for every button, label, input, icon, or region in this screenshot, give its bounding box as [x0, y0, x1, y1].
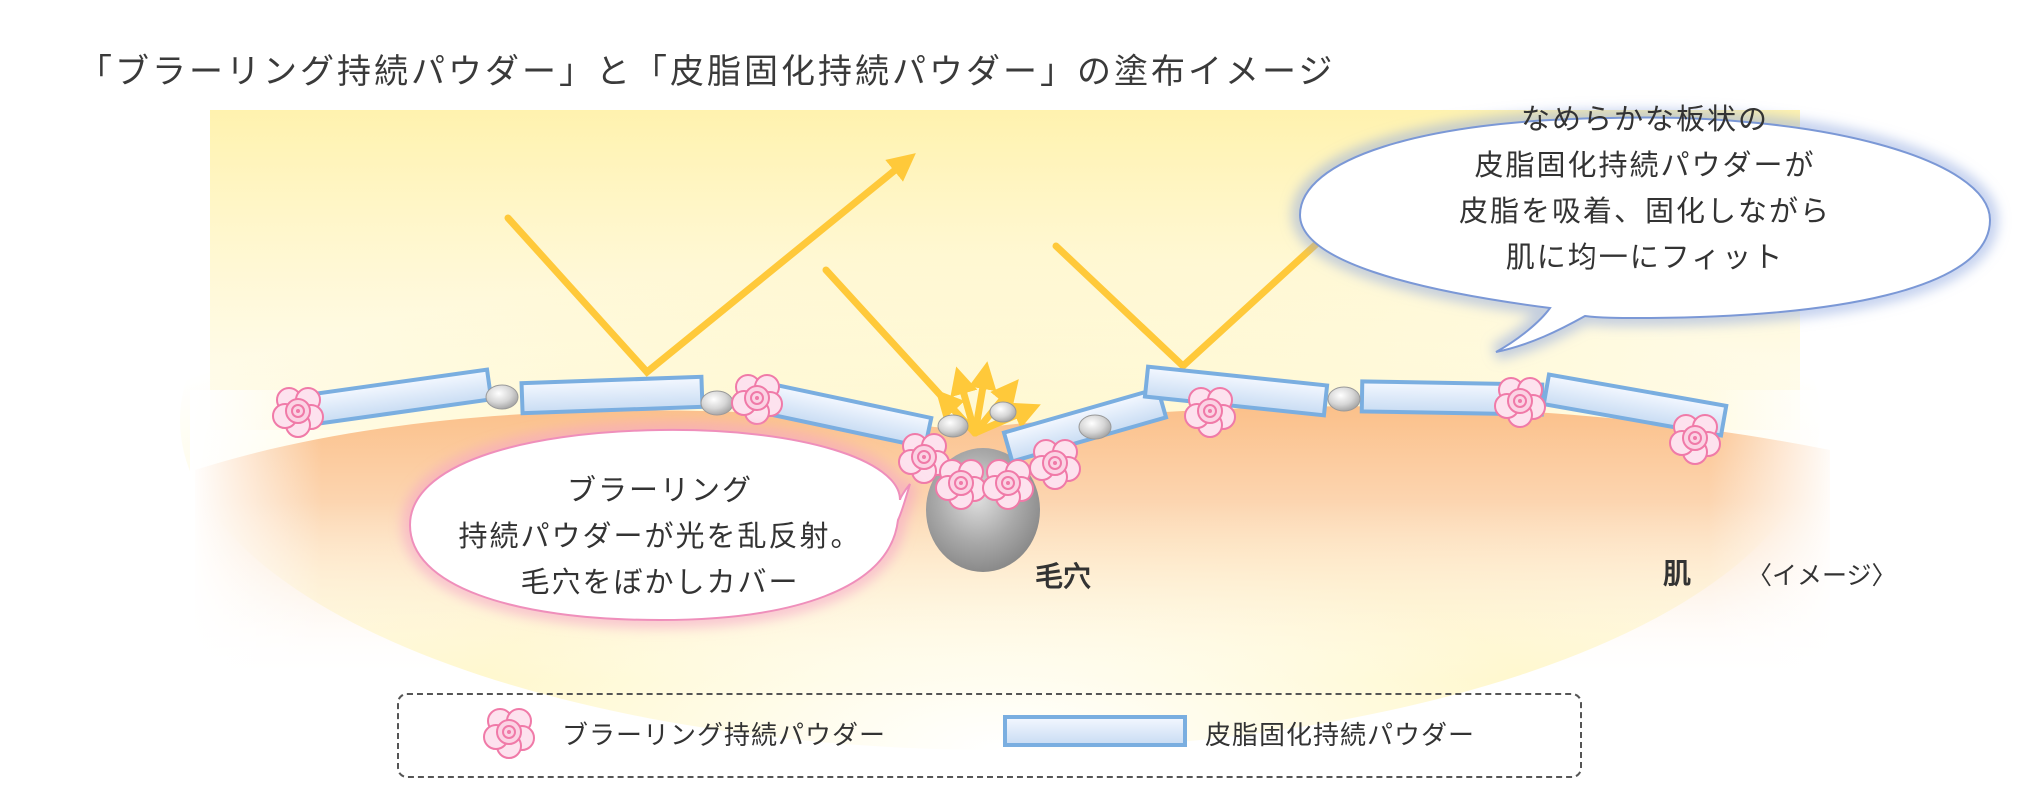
skin-label: 肌: [1663, 557, 1692, 590]
sebum-plate: [519, 374, 705, 416]
bubble-right-line: 皮脂を吸着、固化しながら: [1458, 194, 1831, 228]
legend-plate-icon: [1003, 715, 1187, 747]
light-arrows: [504, 153, 1382, 437]
speech-bubble-left: [401, 421, 918, 629]
sebum-droplet: [989, 401, 1017, 423]
bubble-left-line: 持続パウダーが光を乱反射。: [458, 519, 862, 553]
bubble-left-line: ブラーリング: [566, 473, 753, 507]
sebum-plate: [1142, 364, 1330, 418]
legend-box: [397, 693, 1582, 778]
image-note: 〈イメージ〉: [1747, 561, 1897, 590]
sebum-droplet: [1078, 414, 1112, 440]
legend-blurring-label: ブラーリング持続パウダー: [562, 721, 887, 751]
sebum-droplet: [485, 384, 519, 410]
sebum-droplet: [1327, 386, 1361, 412]
pore-label: 毛穴: [1035, 560, 1092, 593]
speech-bubble-right: [1291, 109, 1999, 360]
page-title: 「ブラーリング持続パウダー」と「皮脂固化持続パウダー」の塗布イメージ: [78, 52, 1336, 92]
sebum-droplets: [485, 384, 1361, 440]
legend-sebum-label: 皮脂固化持続パウダー: [1205, 721, 1476, 751]
sebum-droplet: [937, 414, 969, 438]
bubble-right-line: なめらかな板状の: [1520, 102, 1769, 136]
sebum-droplet: [700, 390, 734, 416]
bubble-right-text: なめらかな板状の 皮脂固化持続パウダーが 皮脂を吸着、固化しながら 肌に均一にフ…: [1400, 96, 1890, 280]
bubble-left-text: ブラーリング 持続パウダーが光を乱反射。 毛穴をぼかしカバー: [420, 467, 900, 605]
bubble-left-line: 毛穴をぼかしカバー: [520, 565, 800, 599]
bubble-right-line: 肌に均一にフィット: [1505, 240, 1785, 274]
bubble-right-line: 皮脂固化持続パウダーが: [1474, 148, 1816, 182]
